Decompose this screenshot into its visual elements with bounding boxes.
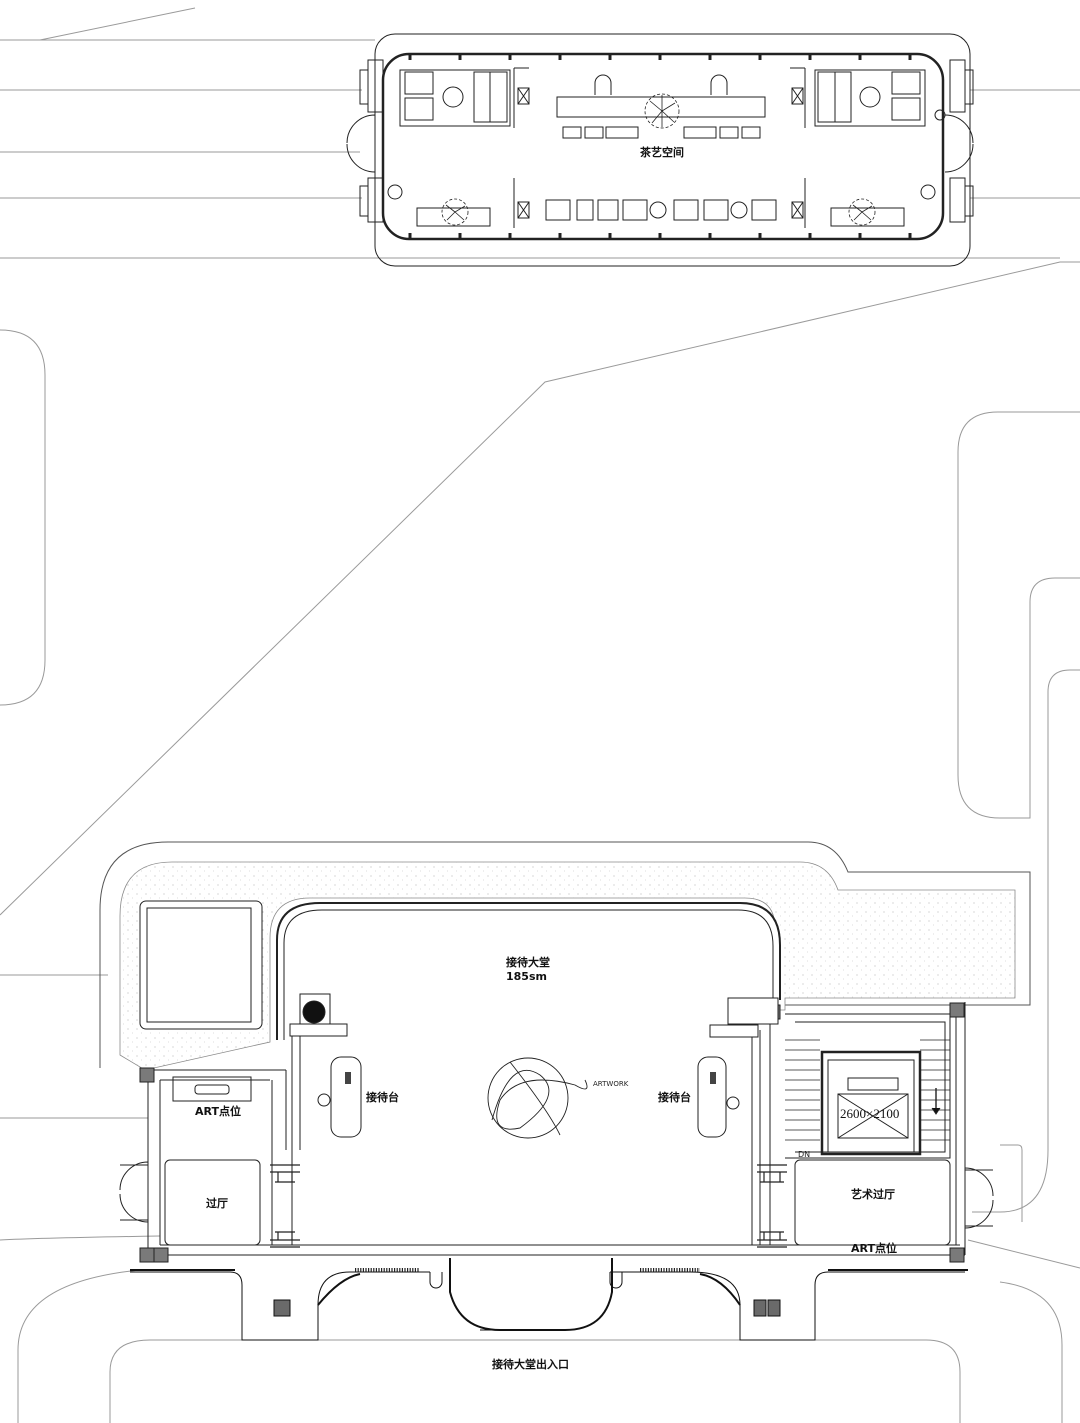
tea-space-label: 茶艺空间 [640,146,684,159]
art-point-right-label: ART点位 [851,1242,897,1255]
lobby-entrance-label: 接待大堂出入口 [492,1358,569,1371]
art-point-left-label: ART点位 [195,1105,241,1118]
elevator-size-label: 2600×2100 [840,1106,900,1121]
reception-desk-left-label: 接待台 [366,1091,399,1104]
lobby-label: 接待大堂 185sm [506,956,550,984]
lobby-building [99,841,1031,1263]
art-vestibule-label: 艺术过厅 [851,1188,895,1201]
lobby-area: 185sm [506,969,547,983]
vestibule-label: 过厅 [206,1197,228,1210]
artwork-label: ARTWORK [593,1080,629,1088]
entrance-canopy [130,1258,968,1341]
lobby-name: 接待大堂 [506,956,550,969]
stair-dn-label: DN [798,1150,811,1159]
tea-pavilion [346,33,974,267]
reception-desk-right-label: 接待台 [658,1091,691,1104]
site-lines [0,7,1080,1423]
